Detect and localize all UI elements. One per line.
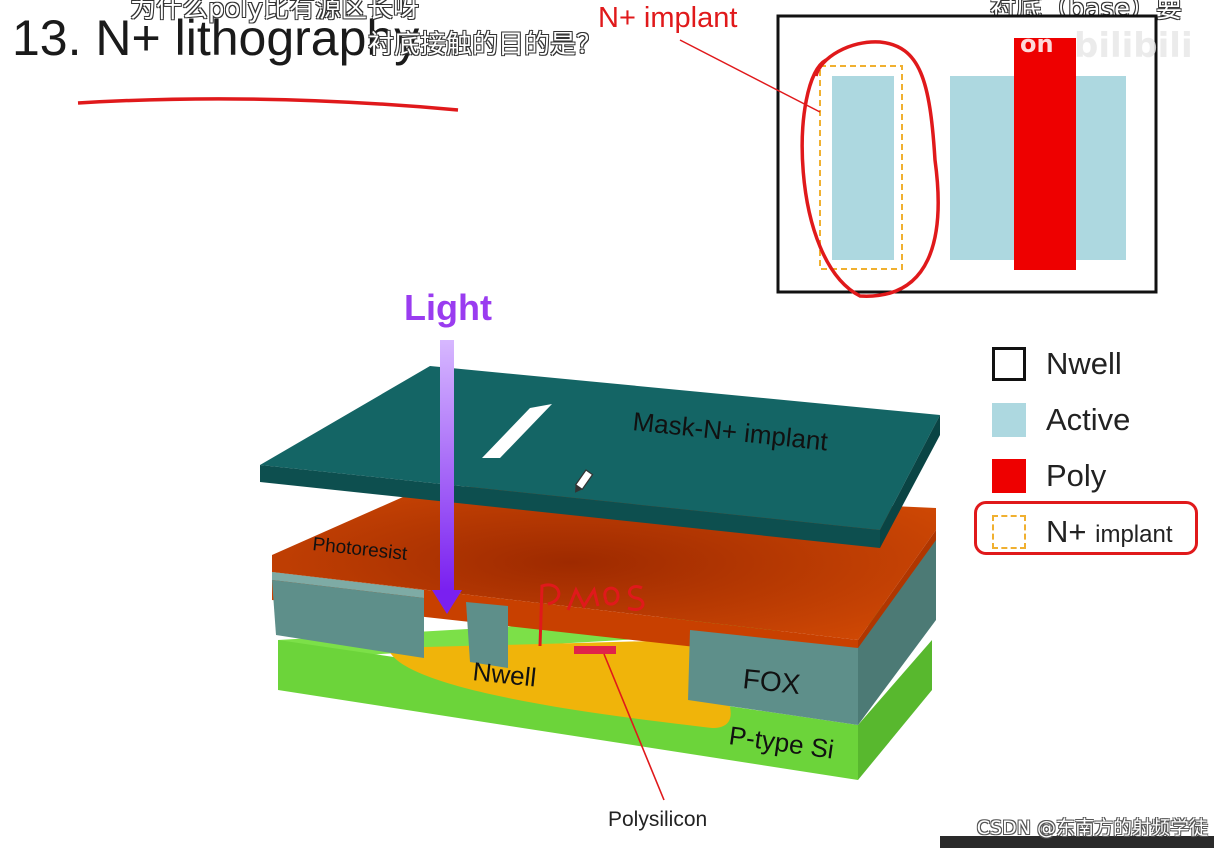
- legend-label-nplus: N+ implant: [1046, 514, 1173, 550]
- legend-item-active: Active: [992, 402, 1130, 438]
- layout-annotation-ellipse: [800, 40, 940, 298]
- fox-left-front: [272, 580, 424, 658]
- mask-side: [880, 415, 940, 548]
- polysilicon-strip: [574, 646, 616, 654]
- light-arrow-head: [432, 590, 462, 614]
- layout-active-left: [832, 76, 894, 260]
- polysilicon-pointer: [603, 653, 665, 801]
- mask-front: [260, 465, 880, 548]
- fox-middle-front: [466, 602, 508, 668]
- layout-annotation-arrow: [679, 39, 821, 113]
- legend-label-nwell: Nwell: [1046, 346, 1122, 381]
- layout-top-view: [679, 14, 1158, 298]
- legend-label-active: Active: [1046, 402, 1131, 437]
- legend-highlight-ring: [974, 501, 1198, 555]
- legend-swatch-active: [992, 403, 1026, 437]
- fox-left-top: [272, 572, 424, 598]
- slide-title: 13. N+ lithography: [12, 10, 420, 66]
- legend-item-poly: Poly: [992, 458, 1106, 494]
- cross-section-3d: [260, 340, 940, 801]
- legend-label-poly: Poly: [1046, 458, 1107, 493]
- substrate-front: [278, 640, 858, 780]
- mask-top: [260, 366, 940, 530]
- bilibili-watermark: bilibili: [1074, 26, 1193, 66]
- subtitle-overlay-2: 衬底接触的目的是？: [368, 30, 603, 60]
- title-underline: [77, 97, 459, 112]
- handwritten-pmos: [538, 583, 645, 647]
- legend-item-nplus: N+ implant: [992, 514, 1173, 550]
- bottom-subtitle-bar: [940, 836, 1214, 848]
- layout-poly: [1014, 38, 1076, 270]
- legend-label-nplus-small: implant: [1095, 521, 1173, 548]
- legend-swatch-nwell: [992, 347, 1026, 381]
- substrate-side: [858, 640, 932, 780]
- legend-item-nwell: Nwell: [992, 346, 1122, 382]
- layout-nplus-label: N+ implant: [598, 2, 738, 34]
- legend-swatch-poly: [992, 459, 1026, 493]
- mask-opening: [482, 404, 552, 458]
- nwell-label: Nwell: [471, 656, 537, 692]
- polysilicon-label: Polysilicon: [608, 808, 707, 831]
- fox-label: FOX: [741, 663, 802, 700]
- layout-nplus-region: [819, 65, 903, 270]
- subtitle-overlay-1: 为什么poly比有源区长呀: [130, 0, 420, 24]
- light-label: Light: [404, 287, 492, 328]
- light-arrow-shaft: [440, 340, 454, 590]
- csdn-watermark: CSDN @东南方的射频学徒: [976, 817, 1208, 839]
- legend-label-nplus-main: N+: [1046, 514, 1087, 549]
- fox-right-side: [858, 540, 936, 725]
- legend-swatch-nplus: [992, 515, 1026, 549]
- watermark-fragment: on: [1020, 30, 1054, 58]
- pencil-cursor-icon: [574, 469, 594, 493]
- fox-right-front: [688, 630, 858, 725]
